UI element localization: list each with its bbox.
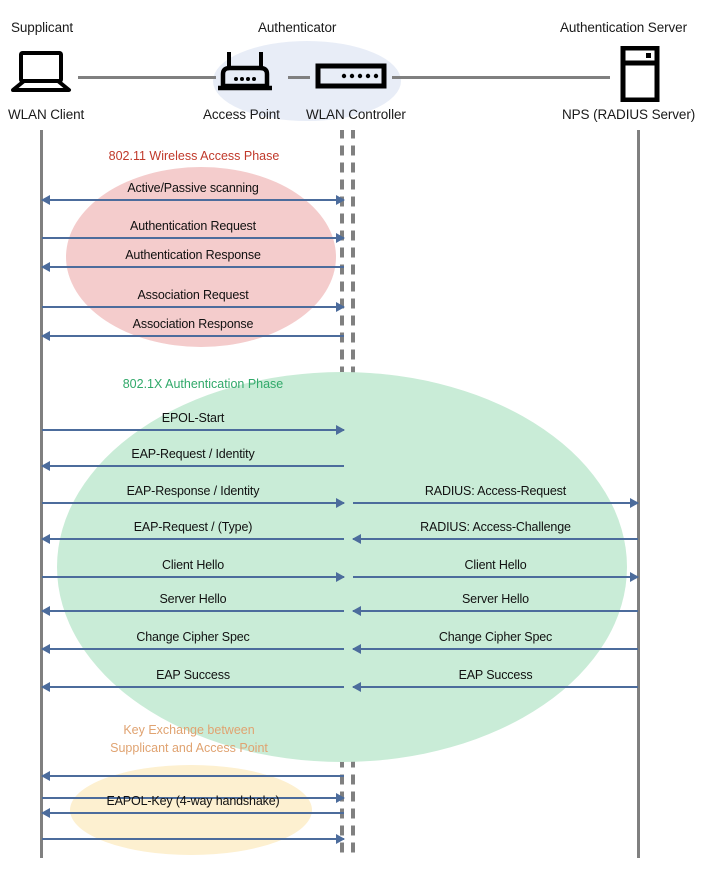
server-icon xyxy=(620,45,660,103)
messages-right-label: Server Hello xyxy=(462,592,529,606)
messages-right-label: Client Hello xyxy=(464,558,527,572)
phase-ellipse-8021x xyxy=(57,372,627,762)
wire-ap-to-wlc xyxy=(288,76,310,79)
messages-left-label: Authentication Request xyxy=(130,219,256,233)
messages-left-label: EPOL-Start xyxy=(161,411,225,425)
phase-ellipse-80211 xyxy=(66,167,336,347)
messages-left-arrow xyxy=(41,808,344,818)
messages-left-arrow xyxy=(41,771,344,781)
messages-left-arrow xyxy=(41,195,345,205)
messages-right-label: Change Cipher Spec xyxy=(438,630,553,644)
messages-right-arrow xyxy=(352,606,638,616)
messages-left-label: EAPOL-Key (4-way handshake) xyxy=(106,794,280,808)
messages-left-label: EAP-Request / Identity xyxy=(131,447,255,461)
device-label-nps-radius-server: NPS (RADIUS Server) xyxy=(562,107,696,122)
messages-right-label: RADIUS: Access-Challenge xyxy=(420,520,571,534)
role-title-authenticator: Authenticator xyxy=(258,20,337,35)
laptop-icon xyxy=(10,50,72,95)
messages-left-arrow xyxy=(41,534,344,544)
messages-left-arrow xyxy=(41,331,344,341)
device-label-wlan-client: WLAN Client xyxy=(8,107,85,122)
messages-left-label: Authentication Response xyxy=(125,248,261,262)
wlan-controller-icon xyxy=(315,62,387,90)
messages-left-arrow xyxy=(42,425,345,435)
messages-left-label: Server Hello xyxy=(159,592,227,606)
messages-right-arrow xyxy=(353,498,639,508)
phase-caption-80211: 802.11 Wireless Access Phase xyxy=(108,149,280,163)
role-title-supplicant: Supplicant xyxy=(11,20,74,35)
messages-left-arrow xyxy=(41,644,344,654)
messages-left-arrow xyxy=(42,834,345,844)
messages-right-label: RADIUS: Access-Request xyxy=(424,484,567,498)
messages-left-arrow xyxy=(42,233,345,243)
messages-left-label: EAP Success xyxy=(156,668,230,682)
messages-left-label: Association Response xyxy=(132,317,254,331)
access-point-icon xyxy=(216,48,274,96)
messages-left-label: EAP-Request / (Type) xyxy=(133,520,253,534)
messages-left-arrow xyxy=(42,498,345,508)
messages-left-arrow xyxy=(41,606,344,616)
messages-right-arrow xyxy=(352,682,638,692)
messages-left-arrow xyxy=(41,262,344,272)
messages-right-arrow xyxy=(352,534,638,544)
lifeline-auth-server xyxy=(637,130,640,858)
phase-caption-8021x: 802.1X Authentication Phase xyxy=(122,377,284,391)
device-label-access-point: Access Point xyxy=(203,107,280,122)
phase-caption-keyexchange: Key Exchange between Supplicant and Acce… xyxy=(110,723,268,755)
messages-left-label: Association Request xyxy=(137,288,249,302)
phase-ellipse-keyexchange xyxy=(70,765,312,855)
messages-left-label: Client Hello xyxy=(161,558,225,572)
messages-left-label: Change Cipher Spec xyxy=(136,630,250,644)
messages-right-label: EAP Success xyxy=(458,668,533,682)
lifeline-supplicant xyxy=(40,130,43,858)
wire-client-to-ap xyxy=(78,76,216,79)
messages-left-arrow xyxy=(42,793,345,803)
messages-right-arrow xyxy=(352,644,638,654)
messages-left-label: EAP-Response / Identity xyxy=(126,484,260,498)
authenticator-group-blob xyxy=(213,41,401,121)
role-title-authentication-server: Authentication Server xyxy=(560,20,687,35)
messages-left-arrow xyxy=(42,302,345,312)
messages-left-arrow xyxy=(42,572,345,582)
device-label-wlan-controller: WLAN Controller xyxy=(306,107,406,122)
messages-right-arrow xyxy=(353,572,639,582)
messages-left-arrow xyxy=(41,682,344,692)
messages-left-arrow xyxy=(41,461,344,471)
messages-left-label: Active/Passive scanning xyxy=(127,181,259,195)
wire-wlc-to-server xyxy=(392,76,610,79)
